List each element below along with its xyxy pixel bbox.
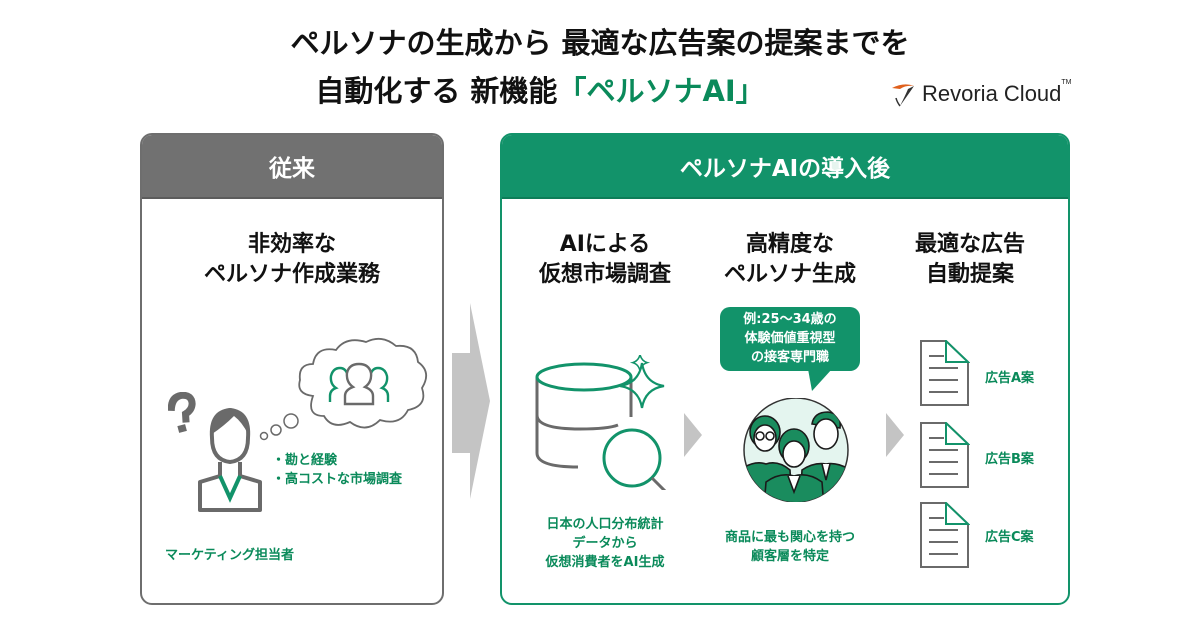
step-2-desc-line: 顧客層を特定 <box>750 549 829 564</box>
step-1-title-line-1: AIによる <box>559 232 651 257</box>
database-search-icon <box>535 355 667 490</box>
step-1-title-line-2: 仮想市場調査 <box>538 262 671 287</box>
ad-proposal-c: 広告C案 <box>985 530 1034 545</box>
before-panel-header: 従来 <box>142 135 442 199</box>
persona-group-icon <box>743 398 849 502</box>
document-icon <box>920 422 970 488</box>
before-title-line-2: ペルソナ作成業務 <box>203 262 380 287</box>
ad-proposal-a: 広告A案 <box>985 371 1035 386</box>
title-highlight: 「ペルソナAI」 <box>557 74 765 108</box>
person-label: マーケティング担当者 <box>165 548 294 563</box>
bubble-line: の接客専門職 <box>750 350 829 365</box>
step-2-description: 商品に最も関心を持つ 顧客層を特定 <box>700 528 880 566</box>
bubble-tail <box>808 369 832 391</box>
group-icon <box>328 362 390 406</box>
question-mark-icon <box>168 392 196 433</box>
ad-proposal-b: 広告B案 <box>985 452 1034 467</box>
step-3-title-line-2: 自動提案 <box>925 262 1014 287</box>
after-panel-header: ペルソナAIの導入後 <box>502 135 1068 199</box>
before-title: 非効率な ペルソナ作成業務 <box>142 230 442 290</box>
logo-text: Revoria CloudTM <box>922 79 1072 106</box>
step-1-desc-line: 仮想消費者をAI生成 <box>545 555 665 570</box>
document-icon <box>920 340 970 406</box>
step-3-title: 最適な広告 自動提案 <box>880 230 1060 290</box>
transition-arrow-icon <box>452 303 490 499</box>
step-2-desc-line: 商品に最も関心を持つ <box>724 530 855 545</box>
bullet-cost: ・高コストな市場調査 <box>272 472 403 487</box>
step-1-title: AIによる 仮想市場調査 <box>515 230 695 290</box>
title-prefix: 自動化する 新機能 <box>315 74 558 108</box>
marketing-person-icon <box>198 407 262 512</box>
step-3-title-line-1: 最適な広告 <box>914 232 1025 257</box>
step-1-desc-line: 日本の人口分布統計 <box>546 517 664 532</box>
bubble-line: 例:25～34歳の <box>743 312 837 327</box>
step-1-description: 日本の人口分布統計 データから 仮想消費者をAI生成 <box>515 515 695 572</box>
persona-example-bubble: 例:25～34歳の 体験価値重視型 の接客専門職 <box>720 307 860 371</box>
document-icon <box>920 502 970 568</box>
bubble-line: 体験価値重視型 <box>744 331 836 346</box>
step-2-title-line-2: ペルソナ生成 <box>723 262 856 287</box>
main-title-line-2: 自動化する 新機能「ペルソナAI」 <box>0 68 1140 110</box>
step-2-title: 高精度な ペルソナ生成 <box>700 230 880 290</box>
before-title-line-1: 非効率な <box>247 232 336 257</box>
step-1-desc-line: データから <box>572 536 638 551</box>
before-bullets: ・勘と経験 ・高コストな市場調査 <box>272 451 402 489</box>
step-arrow-icon <box>886 413 904 457</box>
revoria-cloud-logo: Revoria CloudTM <box>888 79 1072 108</box>
bullet-intuition: ・勘と経験 <box>272 453 338 468</box>
revoria-swoosh-icon <box>892 84 914 107</box>
main-title-line-1: ペルソナの生成から 最適な広告案の提案までを <box>290 26 910 60</box>
step-arrow-icon <box>684 413 702 457</box>
step-2-title-line-1: 高精度な <box>745 232 834 257</box>
